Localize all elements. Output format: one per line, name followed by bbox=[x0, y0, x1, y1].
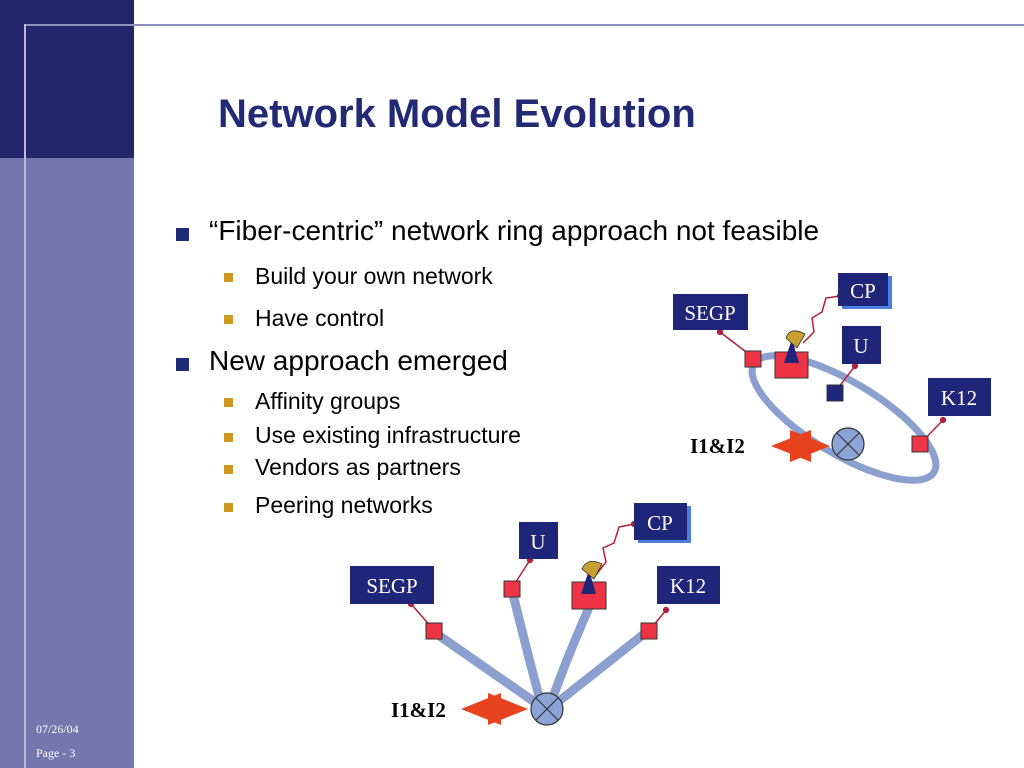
ring-node-u-label: U bbox=[853, 334, 868, 358]
star-diagram: I1&I2 U CP SEGP K12 bbox=[350, 503, 720, 726]
star-node-cp-box bbox=[634, 503, 687, 540]
slide-title: Network Model Evolution bbox=[218, 92, 696, 136]
sub-bullet-2-1: Affinity groups bbox=[255, 388, 401, 414]
ring-port-segp bbox=[744, 350, 762, 368]
sub-bullet-marker bbox=[224, 503, 233, 512]
top-rule-line bbox=[25, 24, 1024, 26]
ring-node-k12-box bbox=[928, 378, 991, 416]
ring-node-segp-box bbox=[673, 294, 748, 330]
star-exchange-label: I1&I2 bbox=[391, 698, 446, 722]
ring-port-u bbox=[826, 384, 844, 402]
page-number: Page - 3 bbox=[36, 746, 76, 760]
ring-node-segp-label: SEGP bbox=[684, 301, 735, 325]
ring-satellite-icon bbox=[774, 330, 809, 379]
ring-wireless-link bbox=[802, 292, 844, 344]
ring-hub-icon bbox=[831, 427, 865, 461]
star-spoke-k12 bbox=[553, 625, 654, 707]
ring-exchange-label: I1&I2 bbox=[690, 434, 745, 458]
star-spoke-cp bbox=[547, 605, 593, 705]
ring-node-cp-box bbox=[838, 273, 888, 306]
ring-port-k12 bbox=[911, 435, 929, 453]
sub-bullet-1-2: Have control bbox=[255, 305, 385, 331]
star-wireless-link bbox=[595, 520, 638, 576]
star-node-u-label: U bbox=[530, 530, 545, 554]
sub-bullet-2-2: Use existing infrastructure bbox=[255, 422, 521, 448]
sub-bullet-marker bbox=[224, 315, 233, 324]
left-rule-line bbox=[24, 24, 26, 768]
bullet-1: “Fiber-centric” network ring approach no… bbox=[209, 215, 820, 246]
ring-node-u-box bbox=[842, 326, 881, 364]
star-port-segp bbox=[425, 622, 443, 640]
star-node-segp-label: SEGP bbox=[366, 574, 417, 598]
star-port-u bbox=[503, 580, 521, 598]
ring-diagram: I1&I2 SEGP CP U K12 bbox=[673, 273, 991, 484]
ring-node-k12-label: K12 bbox=[941, 386, 977, 410]
sub-bullet-2-3: Vendors as partners bbox=[255, 454, 461, 480]
star-spoke-u bbox=[507, 585, 545, 705]
bullet-marker bbox=[176, 358, 189, 371]
star-node-k12-label: K12 bbox=[670, 574, 706, 598]
star-satellite-icon bbox=[571, 561, 607, 610]
sub-bullet-marker bbox=[224, 433, 233, 442]
slide-date: 07/26/04 bbox=[36, 722, 79, 736]
sub-bullet-2-4: Peering networks bbox=[255, 492, 433, 518]
sub-bullet-marker bbox=[224, 398, 233, 407]
star-node-cp-label: CP bbox=[647, 511, 673, 535]
sub-bullet-1-1: Build your own network bbox=[255, 263, 493, 289]
ring-node-cp-label: CP bbox=[850, 279, 876, 303]
sidebar-top-band bbox=[0, 0, 134, 158]
star-spoke-segp bbox=[429, 627, 541, 708]
bullet-2: New approach emerged bbox=[209, 345, 508, 376]
star-node-segp-box bbox=[350, 566, 434, 604]
sub-bullet-marker bbox=[224, 465, 233, 474]
bullet-marker bbox=[176, 228, 189, 241]
star-node-k12-box bbox=[657, 566, 720, 604]
star-node-u-box bbox=[519, 522, 558, 559]
star-hub-icon bbox=[530, 692, 564, 726]
sub-bullet-marker bbox=[224, 273, 233, 282]
star-port-k12 bbox=[640, 622, 658, 640]
